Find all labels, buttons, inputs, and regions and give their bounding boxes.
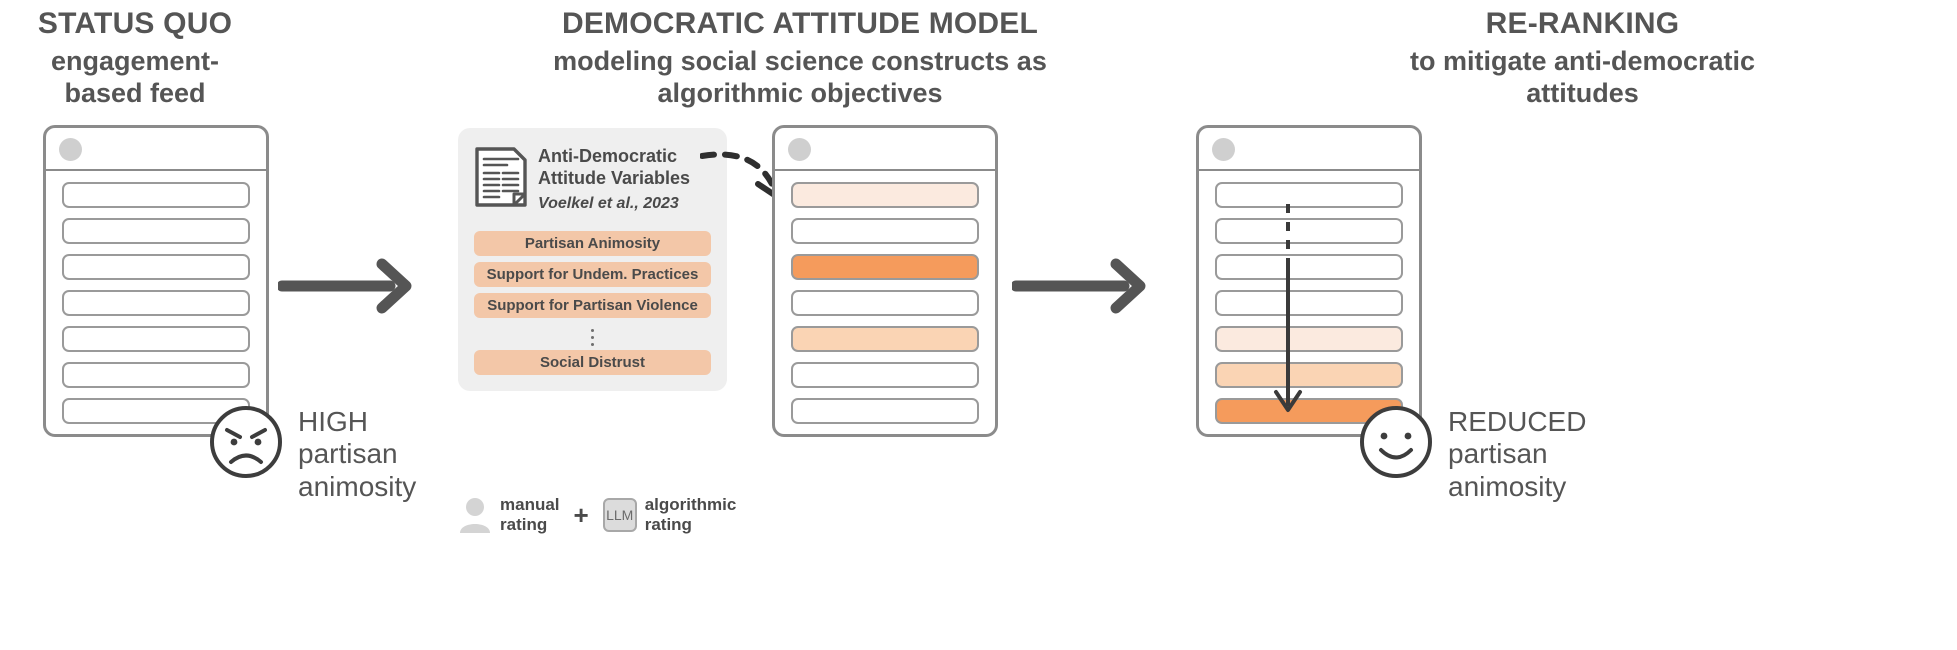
- feed-row[interactable]: [62, 326, 250, 352]
- attitude-variable-list: Partisan Animosity Support for Undem. Pr…: [474, 231, 711, 376]
- feed-row-scored-light[interactable]: [791, 182, 979, 208]
- phone-mock-reranked-feed: [1196, 125, 1422, 437]
- feed-row[interactable]: [1215, 290, 1403, 316]
- avatar-circle-icon: [59, 138, 82, 161]
- feed-row-scored-medium[interactable]: [791, 326, 979, 352]
- feed-list: [775, 171, 995, 435]
- feed-row[interactable]: [62, 362, 250, 388]
- feed-row[interactable]: [62, 254, 250, 280]
- phone-mock-scored-feed: [772, 125, 998, 437]
- attitude-variable-pill[interactable]: Support for Partisan Violence: [474, 293, 711, 319]
- feed-row-scored-strong[interactable]: [791, 254, 979, 280]
- column-title: STATUS QUO: [37, 7, 233, 40]
- source-citation: Voelkel et al., 2023: [538, 195, 679, 213]
- attitude-variable-pill[interactable]: Social Distrust: [474, 350, 711, 376]
- feed-row[interactable]: [62, 398, 250, 424]
- avatar-circle-icon: [1212, 138, 1235, 161]
- attitude-variable-pill[interactable]: Support for Undem. Practices: [474, 262, 711, 288]
- feed-row[interactable]: [62, 218, 250, 244]
- feed-row[interactable]: [1215, 254, 1403, 280]
- down-arrow-icon: [1274, 204, 1302, 412]
- avatar-circle-icon: [788, 138, 811, 161]
- feed-row[interactable]: [1215, 182, 1403, 208]
- person-icon: [460, 498, 490, 534]
- phone-mock-engagement-feed: [43, 125, 269, 437]
- feed-row[interactable]: [791, 362, 979, 388]
- feed-list: [46, 171, 266, 435]
- ellipsis-dots-icon: [474, 324, 711, 350]
- attitude-variable-pill[interactable]: Partisan Animosity: [474, 231, 711, 257]
- right-arrow-icon: [1012, 258, 1146, 314]
- document-icon: [475, 147, 527, 207]
- feed-row[interactable]: [791, 218, 979, 244]
- angry-face-icon: [210, 406, 282, 478]
- right-arrow-icon: [278, 258, 412, 314]
- plus-icon: +: [573, 499, 589, 530]
- column-title: RE-RANKING: [1485, 7, 1680, 40]
- phone-header: [775, 128, 995, 171]
- smiling-face-icon: [1360, 406, 1432, 478]
- column-header-status-quo: STATUS QUO engagement-based feed: [0, 6, 270, 110]
- phone-header: [1199, 128, 1419, 171]
- column-title: DEMOCRATIC ATTITUDE MODEL: [561, 7, 1039, 40]
- feed-row[interactable]: [1215, 218, 1403, 244]
- phone-header: [46, 128, 266, 171]
- feed-row[interactable]: [791, 290, 979, 316]
- feed-row-scored-medium[interactable]: [1215, 362, 1403, 388]
- feed-list: [1199, 171, 1419, 435]
- feed-row-scored-light[interactable]: [1215, 326, 1403, 352]
- llm-box-icon: LLM: [602, 498, 637, 533]
- feed-row[interactable]: [62, 290, 250, 316]
- column-header-dam: DEMOCRATIC ATTITUDE MODEL modeling socia…: [470, 6, 1130, 110]
- feed-row[interactable]: [62, 182, 250, 208]
- feed-row[interactable]: [791, 398, 979, 424]
- column-subtitle: engagement-based feed: [50, 46, 220, 109]
